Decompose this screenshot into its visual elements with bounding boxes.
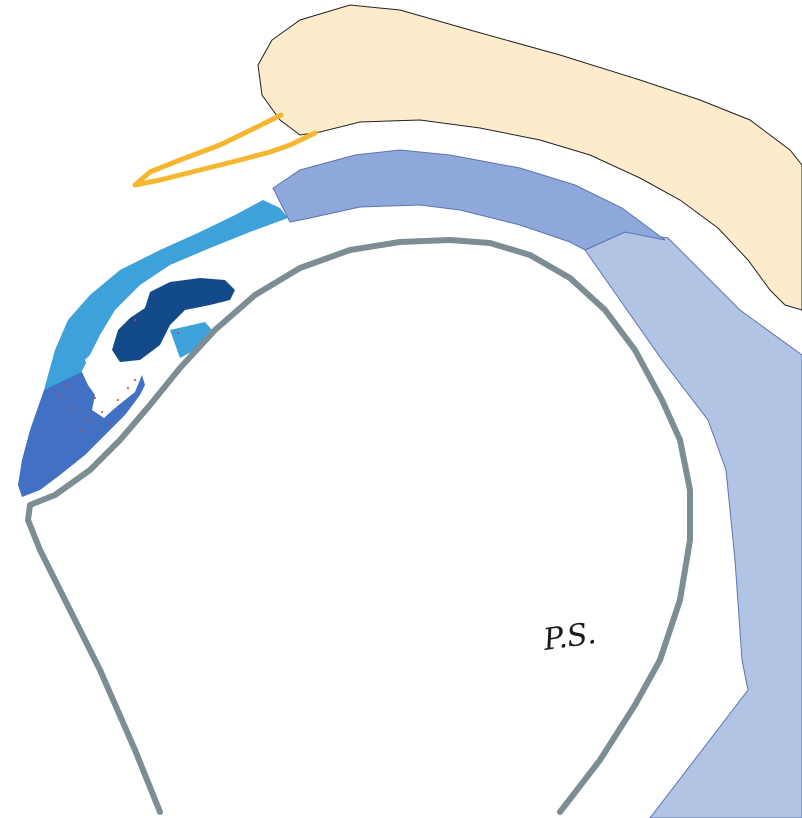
mid-blue-band [273,150,665,250]
top-beige-band [258,5,802,310]
ps-label: P.S. [540,616,598,658]
